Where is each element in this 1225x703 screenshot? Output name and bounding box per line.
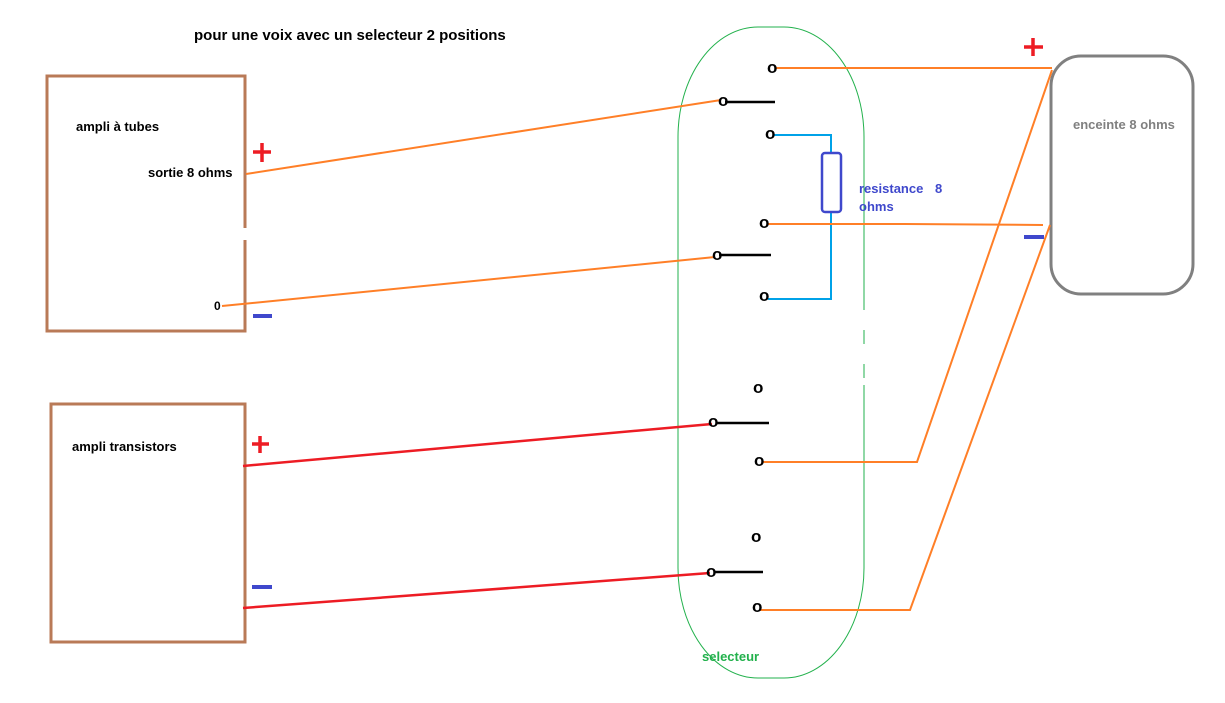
transistor-amp-label: ampli transistors	[72, 439, 177, 454]
wire-resistor-top	[773, 134, 832, 153]
terminal-3b: o	[754, 451, 765, 470]
terminal-3-common: o	[708, 412, 719, 431]
wire-tube-zero	[221, 256, 716, 307]
wire-transistor-minus	[242, 571, 711, 610]
terminal-1a: o	[767, 58, 778, 77]
wire-speaker-minus	[768, 223, 1044, 226]
wire-resistor-bottom	[768, 212, 832, 300]
speaker-box	[1049, 54, 1195, 296]
terminal-4b: o	[752, 597, 763, 616]
resistor-value: 8	[935, 181, 943, 196]
wire-transistor-to-speaker-minus	[760, 224, 1051, 611]
tube-amp-output-label: sortie 8 ohms	[148, 165, 233, 180]
resistor-label: resistance	[859, 181, 924, 196]
diagram-title: pour une voix avec un selecteur 2 positi…	[194, 27, 506, 44]
resistor-body	[820, 151, 843, 214]
wire-transistor-plus	[242, 422, 713, 468]
terminal-3a: o	[753, 378, 764, 397]
tube-amp-zero-label: 0	[214, 299, 221, 313]
terminal-4a: o	[751, 527, 762, 546]
wire-transistor-to-speaker-plus	[762, 69, 1053, 463]
terminal-2b: o	[759, 286, 770, 305]
terminal-2a: o	[759, 213, 770, 232]
terminal-4-common: o	[706, 562, 717, 581]
wire-tube-plus	[245, 99, 722, 175]
selector-label: selecteur	[702, 649, 760, 664]
tube-amp-label: ampli à tubes	[76, 119, 160, 134]
tube-amp-box	[45, 74, 247, 333]
plus-sign-transistor	[252, 436, 269, 453]
terminal-2-common: o	[712, 245, 723, 264]
terminal-1b: o	[765, 124, 776, 143]
plus-sign-tube	[253, 143, 271, 162]
transistor-amp-box	[49, 402, 247, 644]
resistor-unit: ohms	[859, 199, 894, 214]
terminal-1-common: o	[718, 91, 729, 110]
plus-sign-speaker	[1024, 38, 1043, 56]
speaker-label: enceinte 8 ohms	[1073, 117, 1175, 132]
